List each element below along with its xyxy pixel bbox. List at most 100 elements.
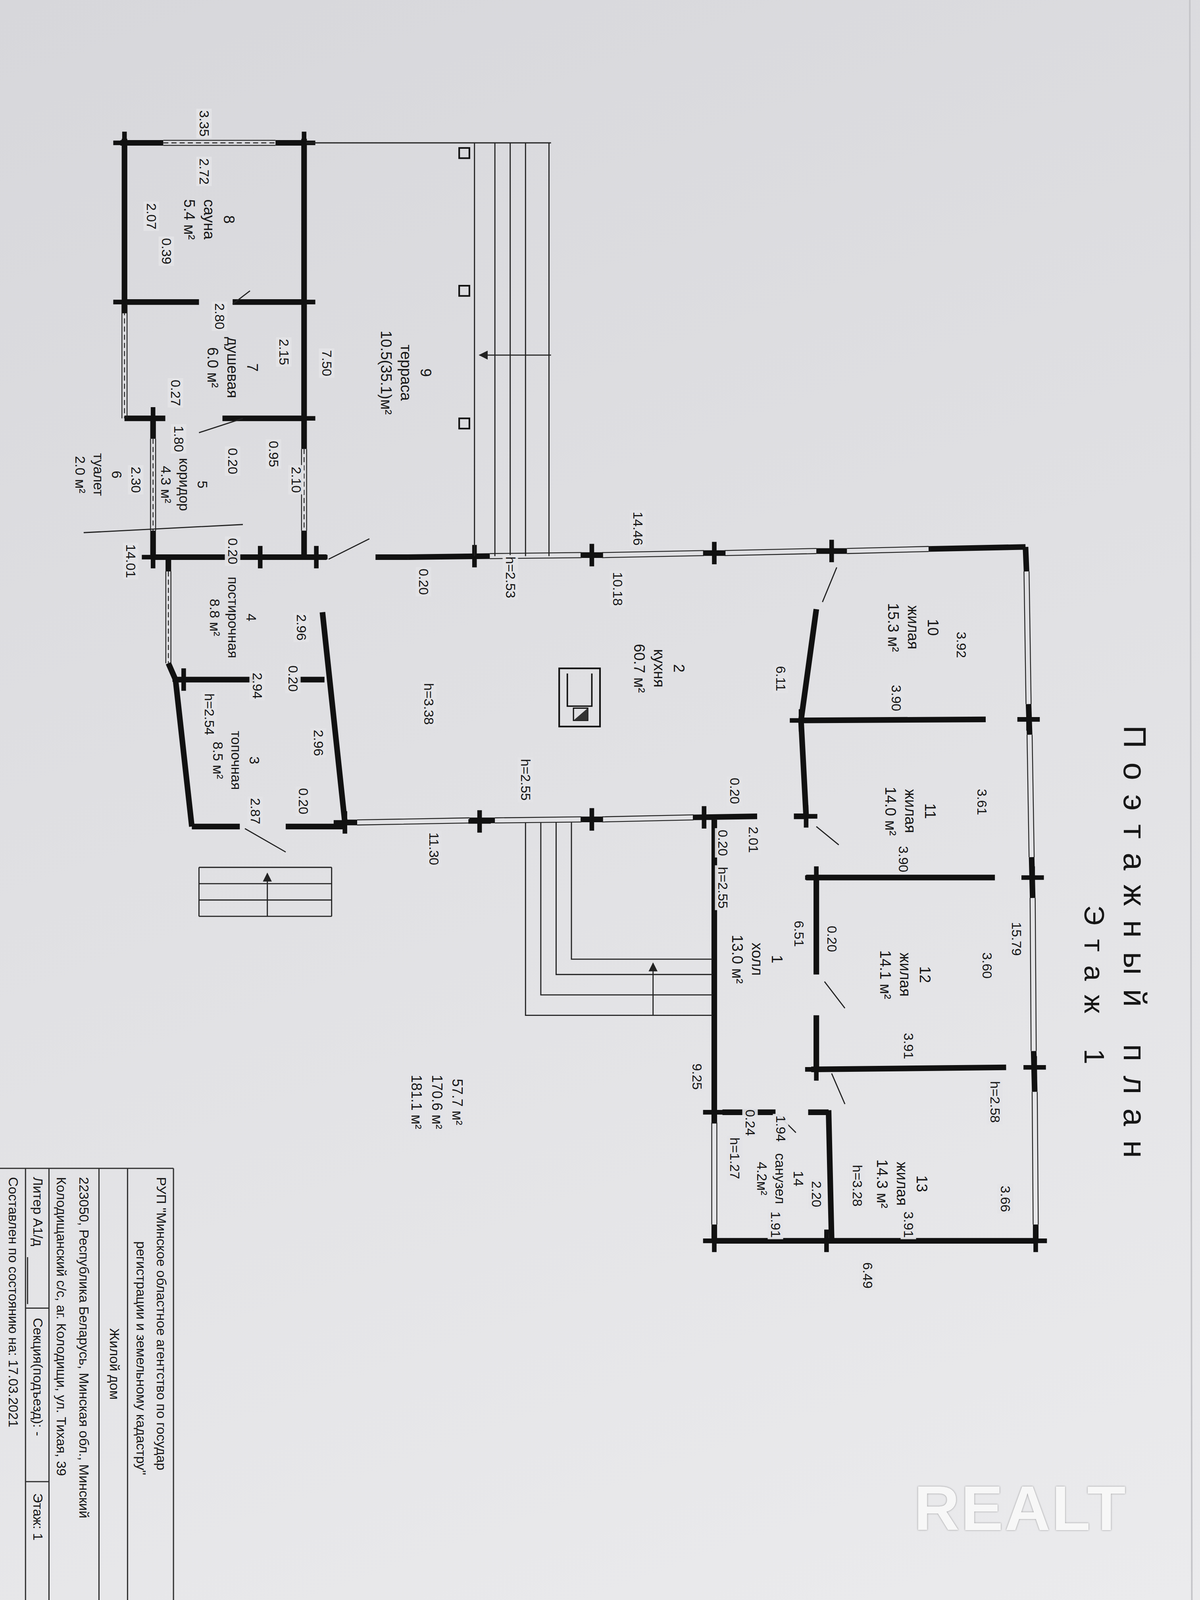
dimension: 10.18 (609, 570, 625, 608)
room-label: 5коридор4.3 м² (155, 455, 212, 514)
leader-lines (83, 290, 250, 533)
dimension: 9.25 (689, 1061, 705, 1092)
room-label: 8сауна5.4 м² (178, 196, 240, 243)
room-label: 6туалет2.0 м² (69, 450, 127, 499)
room-label: 10жилая15.3 м² (882, 600, 944, 655)
room-name: терраса (396, 330, 416, 415)
room-area: 8.8 м² (205, 576, 224, 659)
room-number: 7 (242, 336, 263, 399)
dimension: h=1.27 (726, 1135, 743, 1181)
dimension: 6.49 (859, 1260, 875, 1291)
dimension: 0.24 (742, 1107, 758, 1137)
dimension: 15.79 (1008, 920, 1025, 958)
stair-arrow (652, 963, 654, 1016)
room-number: 9 (415, 330, 436, 415)
dimension: 2.20 (808, 1178, 825, 1209)
room-number: 10 (923, 603, 943, 652)
entrance-stairs (525, 822, 713, 1016)
dimension: h=3.28 (849, 1163, 865, 1209)
area-total: 181.1 м² (407, 1073, 425, 1131)
door-swings (244, 538, 845, 1133)
paper-edge (1189, 0, 1192, 1600)
room-label: 3топочная8.5 м² (207, 728, 265, 793)
room-area: 2.0 м² (70, 453, 89, 497)
stove-inner (567, 673, 593, 706)
room-label: 4постирочная8.8 м² (204, 574, 262, 661)
dimension: 3.91 (900, 1209, 916, 1240)
stair-arrow (479, 354, 552, 356)
dimension: 3.61 (973, 787, 990, 817)
room-number: 11 (920, 786, 941, 836)
room-name: холл (747, 934, 768, 984)
dimension: 0.20 (295, 786, 311, 816)
dimension: 14.01 (123, 542, 139, 580)
dimension: 6.51 (791, 919, 807, 949)
title-block-cell: Секция(подъезд): - (30, 1316, 46, 1438)
dimension: 0.27 (167, 378, 184, 408)
dimension: 3.90 (895, 844, 911, 874)
dimension: 3.35 (196, 108, 212, 139)
dimension: 2.01 (745, 825, 761, 855)
room-name: душевая (222, 336, 243, 399)
post (459, 285, 470, 297)
stove-box (573, 708, 588, 721)
title-block-cell: РУП "Минское областное агентство по госу… (153, 1175, 170, 1472)
room-area: 5.4 м² (179, 199, 200, 240)
post (459, 148, 470, 159)
dimension: 2.87 (247, 796, 263, 826)
dimension: 0.20 (415, 567, 432, 597)
room-number: 12 (915, 950, 935, 999)
stair-arrow (266, 873, 268, 917)
stair-lines (198, 867, 332, 917)
dimension: h=2.55 (517, 757, 534, 802)
dimension: 0.20 (284, 663, 301, 694)
dimension: 0.95 (265, 439, 282, 469)
room-label: 13жилая14.3 м² (871, 1156, 933, 1211)
dimension: 2.96 (310, 728, 327, 758)
dimension: 6.11 (773, 664, 789, 693)
room-name: топочная (226, 730, 245, 790)
room-area: 4.3 м² (156, 457, 175, 512)
boiler-stairs (198, 867, 332, 917)
title-block-cell: регистрации и земельному кадастру" (132, 1239, 149, 1477)
room-name: сауна (199, 199, 220, 240)
dimension: 0.20 (225, 536, 241, 566)
dimension: h=2.58 (987, 1079, 1003, 1125)
dimension: 0.39 (158, 236, 175, 266)
room-label: 9терраса10.5(35.1)м² (375, 328, 437, 418)
room-name: кухня (649, 644, 670, 693)
title-block-cell: Составлен по состоянию на: 17.03.2021 (5, 1175, 22, 1429)
terrace-steps (305, 142, 551, 556)
title-block-cell: Жилой дом (106, 1326, 122, 1402)
title-block-lines (0, 1168, 174, 1600)
title-block-cell: Литер А1/д (30, 1175, 46, 1249)
room-name: жилая (900, 786, 920, 836)
room-area: 60.7 м² (629, 644, 650, 693)
room-label: 7душевая6.0 м² (201, 334, 264, 401)
room-name: жилая (892, 1159, 912, 1208)
dimension: 2.30 (127, 464, 144, 495)
dimension: 3.91 (900, 1031, 916, 1061)
windows (121, 140, 1039, 1225)
area-total: 57.7 м² (448, 1077, 466, 1127)
room-label: 2кухня60.7 м² (628, 641, 690, 696)
room-name: постирочная (223, 576, 242, 659)
dimension: 3.66 (997, 1184, 1013, 1214)
room-number: 8 (219, 199, 239, 240)
watermark: REALT (913, 1471, 1127, 1545)
room-area: 10.5(35.1)м² (376, 330, 397, 415)
walls (120, 138, 1037, 1241)
dimension: 2.72 (196, 156, 212, 187)
title-block-cell: Колодищанский с/с, аг. Колодищи, ул. Тих… (53, 1175, 70, 1478)
title-block-cell: 223050, Республика Беларусь, Минская обл… (75, 1175, 92, 1520)
dimension: 2.15 (275, 337, 292, 367)
terrace (305, 142, 551, 556)
room-area: 8.5 м² (208, 730, 227, 790)
room-area: 14.0 м² (880, 786, 900, 836)
plan-title: Поэтажный план (1116, 725, 1153, 1173)
room-area: 14.3 м² (872, 1159, 893, 1208)
dimension: 2.10 (288, 464, 304, 495)
room-number: 5 (192, 457, 212, 512)
dimension: 2.07 (143, 201, 159, 231)
